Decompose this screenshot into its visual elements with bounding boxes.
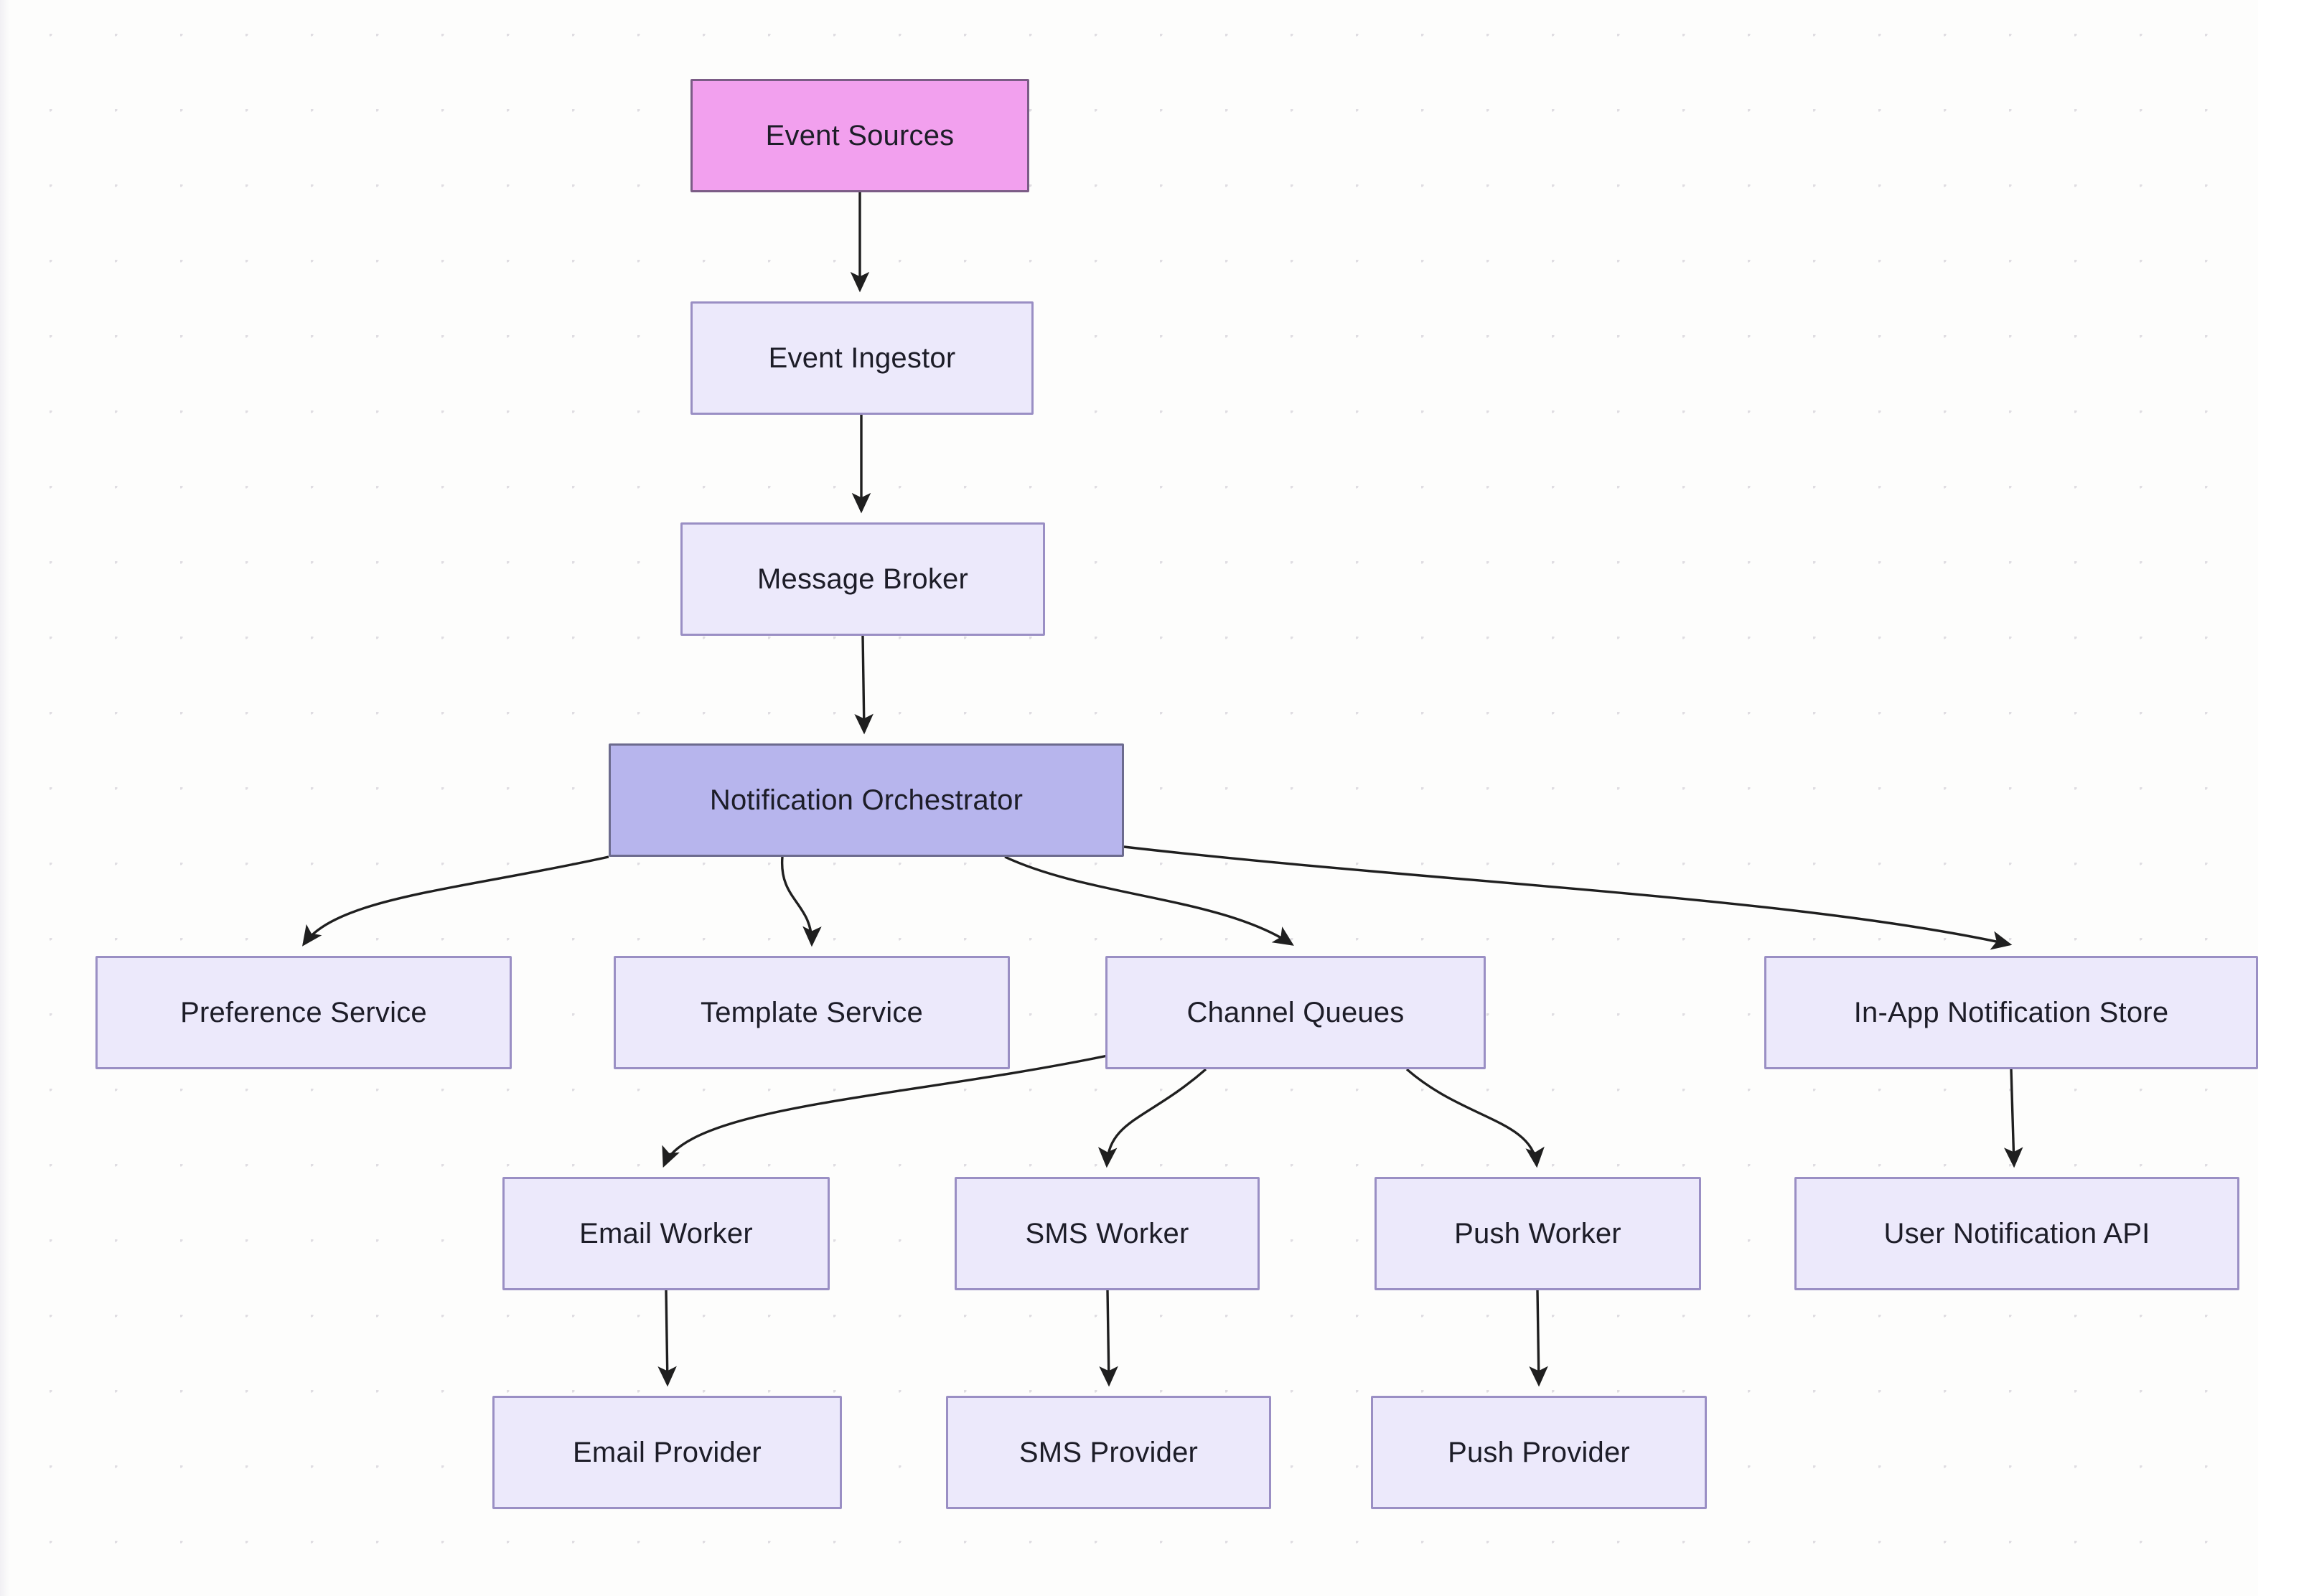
edge-orchestrator-to-template_service <box>781 856 822 947</box>
node-event_ingestor[interactable]: Event Ingestor <box>690 301 1034 415</box>
node-inapp_store[interactable]: In-App Notification Store <box>1764 956 2258 1069</box>
edges-group <box>302 192 2023 1387</box>
node-label: SMS Provider <box>1018 1437 1199 1468</box>
node-push_worker[interactable]: Push Worker <box>1375 1177 1701 1290</box>
node-preference_service[interactable]: Preference Service <box>95 956 512 1069</box>
node-label: Message Broker <box>757 563 969 595</box>
node-label: Template Service <box>701 997 923 1028</box>
node-label: Channel Queues <box>1186 997 1405 1028</box>
edge-orchestrator-to-inapp_store <box>1123 845 2013 950</box>
edge-sms_worker-to-sms_provider <box>1099 1290 1118 1387</box>
node-push_provider[interactable]: Push Provider <box>1371 1396 1707 1509</box>
node-label: Push Worker <box>1454 1218 1621 1249</box>
node-label: Push Provider <box>1448 1437 1630 1468</box>
node-channel_queues[interactable]: Channel Queues <box>1105 956 1486 1069</box>
edge-orchestrator-to-preference_service <box>302 855 609 947</box>
node-label: Email Worker <box>579 1218 753 1249</box>
edge-inapp_store-to-user_notification_api <box>2003 1069 2023 1168</box>
node-label: In-App Notification Store <box>1853 997 2169 1028</box>
edge-channel_queues-to-email_worker <box>662 1053 1112 1168</box>
node-sms_worker[interactable]: SMS Worker <box>955 1177 1260 1290</box>
node-label: Event Sources <box>765 120 955 151</box>
edge-orchestrator-to-channel_queues <box>1004 855 1294 946</box>
node-label: Email Provider <box>573 1437 762 1468</box>
node-event_sources[interactable]: Event Sources <box>690 79 1029 192</box>
edge-email_worker-to-email_provider <box>657 1290 677 1387</box>
node-label: Preference Service <box>180 997 427 1028</box>
node-message_broker[interactable]: Message Broker <box>680 522 1045 636</box>
edge-channel_queues-to-push_worker <box>1405 1068 1545 1168</box>
edge-channel_queues-to-sms_worker <box>1097 1068 1207 1168</box>
node-email_worker[interactable]: Email Worker <box>502 1177 830 1290</box>
node-user_notification_api[interactable]: User Notification API <box>1794 1177 2239 1290</box>
node-label: Notification Orchestrator <box>709 784 1024 816</box>
node-label: SMS Worker <box>1025 1218 1189 1249</box>
node-orchestrator[interactable]: Notification Orchestrator <box>609 743 1124 857</box>
edge-push_worker-to-push_provider <box>1529 1290 1548 1387</box>
edge-message_broker-to-orchestrator <box>854 635 874 735</box>
node-template_service[interactable]: Template Service <box>614 956 1010 1069</box>
node-email_provider[interactable]: Email Provider <box>492 1396 842 1509</box>
node-label: Event Ingestor <box>768 342 956 374</box>
node-sms_provider[interactable]: SMS Provider <box>946 1396 1271 1509</box>
node-label: User Notification API <box>1883 1218 2150 1249</box>
